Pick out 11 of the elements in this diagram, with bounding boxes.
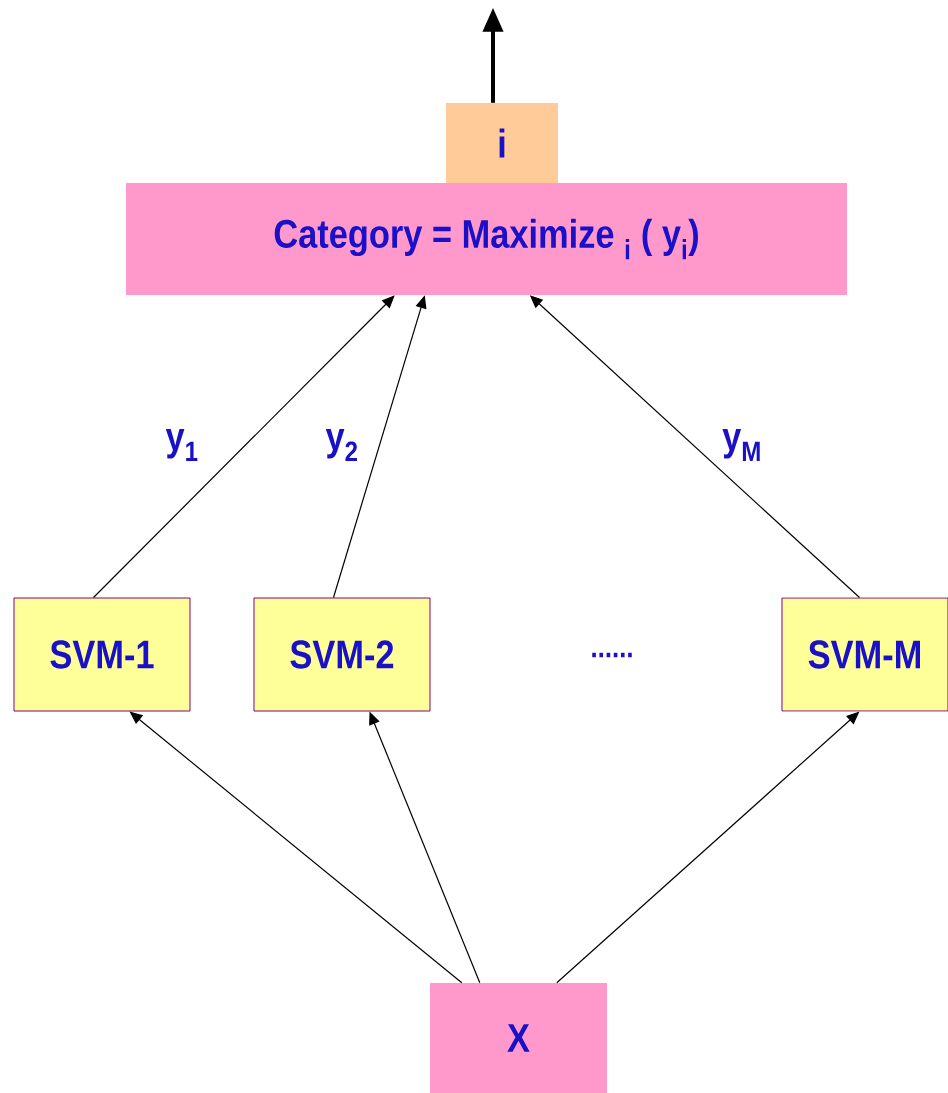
arrow	[92, 295, 395, 599]
index-box: i	[446, 103, 558, 183]
ellipsis: ......	[592, 652, 632, 658]
svm-box: SVM-1	[13, 597, 191, 712]
svm-box: SVM-2	[253, 597, 431, 712]
edge-label: y$_{M}$	[721, 428, 763, 462]
input-box: X	[430, 983, 607, 1093]
edge-label: y$_{2}$	[324, 427, 360, 463]
edge-label: y$_{1}$	[164, 428, 200, 462]
category-box: Category = Maximize $_{i}$ ( y$_{i}$)	[126, 183, 847, 295]
svm-box: SVM-M	[781, 597, 948, 712]
